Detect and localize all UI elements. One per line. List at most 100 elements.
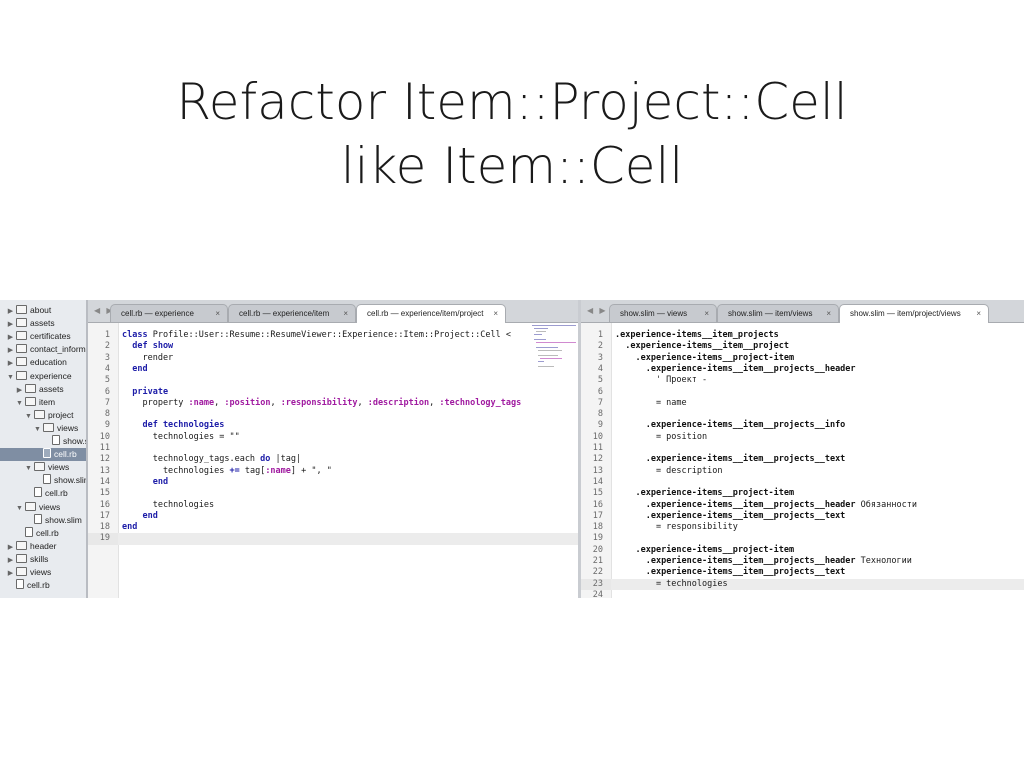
sidebar-item-cell-rb[interactable]: cell.rb	[0, 526, 86, 540]
sidebar-item-cell-rb[interactable]: cell.rb	[0, 487, 86, 500]
sidebar-item-assets[interactable]: ▶assets	[0, 383, 86, 396]
line-number: 19	[592, 533, 603, 544]
code-token: ,	[357, 397, 368, 408]
code-token: property	[122, 397, 189, 408]
code-token: = position	[615, 431, 708, 442]
close-icon[interactable]: ×	[215, 309, 220, 318]
code-line: end	[122, 364, 147, 375]
close-icon[interactable]: ×	[976, 309, 981, 318]
code-line: technologies	[122, 500, 214, 511]
close-icon[interactable]: ×	[493, 309, 498, 318]
code-token: .experience-items__item__projects__text	[645, 454, 846, 465]
disclosure-arrow-icon[interactable]: ▶	[7, 334, 14, 342]
code-token: .experience-items__item_projects	[615, 330, 779, 340]
sidebar-item-certificates[interactable]: ▶certificates	[0, 330, 86, 343]
sidebar-item-show-s[interactable]: show.s	[0, 435, 86, 448]
code-token: .experience-items__item__projects__info	[645, 420, 846, 431]
code-line: .experience-items__item__projects__heade…	[615, 556, 912, 567]
folder-icon	[16, 318, 27, 328]
sidebar-item-experience[interactable]: ▼experience	[0, 370, 86, 383]
sidebar-item-label: assets	[30, 318, 55, 329]
sidebar-item-cell-rb[interactable]: cell.rb	[0, 579, 86, 592]
close-icon[interactable]: ×	[704, 309, 709, 318]
right-editor-pane: ◀ ▶ show.slim — views× show.slim — item/…	[581, 300, 1024, 598]
sidebar-item-item[interactable]: ▼ item	[0, 396, 86, 409]
close-icon[interactable]: ×	[826, 309, 831, 318]
sidebar-item-assets[interactable]: ▶ assets	[0, 317, 86, 330]
code-line: technologies += tag[:name] + ", "	[122, 466, 332, 477]
disclosure-arrow-icon[interactable]: ▶	[16, 386, 23, 394]
code-line: def show	[122, 341, 173, 352]
sidebar-item-label: item	[39, 396, 56, 407]
code-token: private	[122, 386, 169, 397]
line-number: 6	[597, 386, 603, 397]
disclosure-arrow-icon[interactable]: ▼	[7, 373, 14, 381]
sidebar-item-about[interactable]: ▶about	[0, 304, 86, 317]
sidebar-item-contact-informa[interactable]: ▶contact_informa	[0, 343, 86, 356]
sidebar-item-views[interactable]: ▼views	[0, 461, 86, 474]
sidebar-item-show-slim[interactable]: show.slim	[0, 474, 86, 487]
tab-show-slim-item-views[interactable]: show.slim — item/views×	[717, 304, 839, 322]
disclosure-arrow-icon[interactable]: ▶	[7, 543, 14, 551]
line-number: 9	[597, 420, 603, 431]
line-number: 12	[592, 454, 603, 465]
code-line: .experience-items__item_projects	[615, 330, 779, 341]
disclosure-arrow-icon[interactable]: ▶	[7, 347, 14, 355]
disclosure-arrow-icon[interactable]: ▶	[7, 570, 14, 577]
pane-divider[interactable]	[578, 300, 581, 598]
sidebar-item-skills[interactable]: ▶skills	[0, 553, 86, 566]
code-line: .experience-items__item__projects__text	[615, 511, 846, 522]
folder-icon	[25, 501, 36, 511]
disclosure-arrow-icon[interactable]: ▼	[25, 412, 32, 420]
sidebar-item-education[interactable]: ▶education	[0, 356, 86, 369]
code-token: +=	[229, 465, 240, 476]
tab-show-slim-views[interactable]: show.slim — views×	[609, 304, 717, 322]
sidebar-item-views[interactable]: ▼views	[0, 501, 86, 514]
disclosure-arrow-icon[interactable]: ▼	[34, 425, 41, 433]
sidebar-item-cell-rb[interactable]: cell.rb	[0, 448, 86, 462]
disclosure-arrow-icon[interactable]: ▶	[7, 556, 14, 564]
file-icon	[25, 526, 33, 537]
code-token: .experience-items__item__project	[625, 341, 790, 352]
code-line: technology_tags.each do |tag|	[122, 454, 301, 465]
code-token: Обязанности	[855, 499, 917, 510]
left-nav-arrows[interactable]: ◀ ▶	[94, 306, 115, 315]
tab-cell-rb-experience-item[interactable]: cell.rb — experience/item×	[228, 304, 356, 322]
code-token: ] + ", "	[290, 465, 332, 476]
folder-icon	[16, 540, 27, 550]
right-nav-arrows[interactable]: ◀ ▶	[587, 306, 608, 315]
sidebar-item-header[interactable]: ▶header	[0, 540, 86, 553]
code-token: .experience-items__project-item	[635, 544, 795, 555]
disclosure-arrow-icon[interactable]: ▼	[25, 465, 32, 473]
disclosure-arrow-icon[interactable]: ▶	[7, 321, 14, 329]
line-number: 20	[592, 544, 603, 555]
disclosure-arrow-icon[interactable]: ▶	[7, 360, 14, 368]
close-icon[interactable]: ×	[343, 309, 348, 318]
folder-icon	[16, 305, 27, 314]
code-token: :description	[367, 397, 430, 408]
code-token: tag[	[239, 465, 266, 476]
sidebar-item-project[interactable]: ▼project	[0, 409, 86, 422]
line-number: 16	[99, 499, 110, 510]
code-token: render	[122, 352, 174, 363]
sidebar-item-label: cell.rb	[45, 488, 68, 499]
tab-cell-rb-experience[interactable]: cell.rb — experience×	[110, 304, 228, 322]
sidebar-item-views[interactable]: ▶ views	[0, 566, 86, 579]
tab-cell-rb-experience-item-project[interactable]: cell.rb — experience/item/project×	[356, 304, 506, 323]
code-token: :technology_tags	[439, 397, 522, 408]
code-line: = responsibility	[615, 522, 738, 533]
sidebar-item-label: views	[30, 567, 52, 577]
sidebar-item-label: cell.rb	[27, 580, 50, 591]
line-number: 6	[104, 386, 110, 397]
disclosure-arrow-icon[interactable]: ▶	[7, 308, 14, 315]
minimap[interactable]	[530, 323, 578, 383]
disclosure-arrow-icon[interactable]: ▼	[16, 504, 23, 512]
tab-show-slim-item-project-views[interactable]: show.slim — item/project/views×	[839, 304, 989, 323]
sidebar-item-views[interactable]: ▼views	[0, 422, 86, 435]
line-number: 8	[597, 409, 603, 420]
code-token: technology_tags.each	[122, 454, 261, 465]
sidebar-item-show-slim[interactable]: show.slim	[0, 513, 86, 527]
disclosure-arrow-icon[interactable]: ▼	[16, 399, 23, 407]
